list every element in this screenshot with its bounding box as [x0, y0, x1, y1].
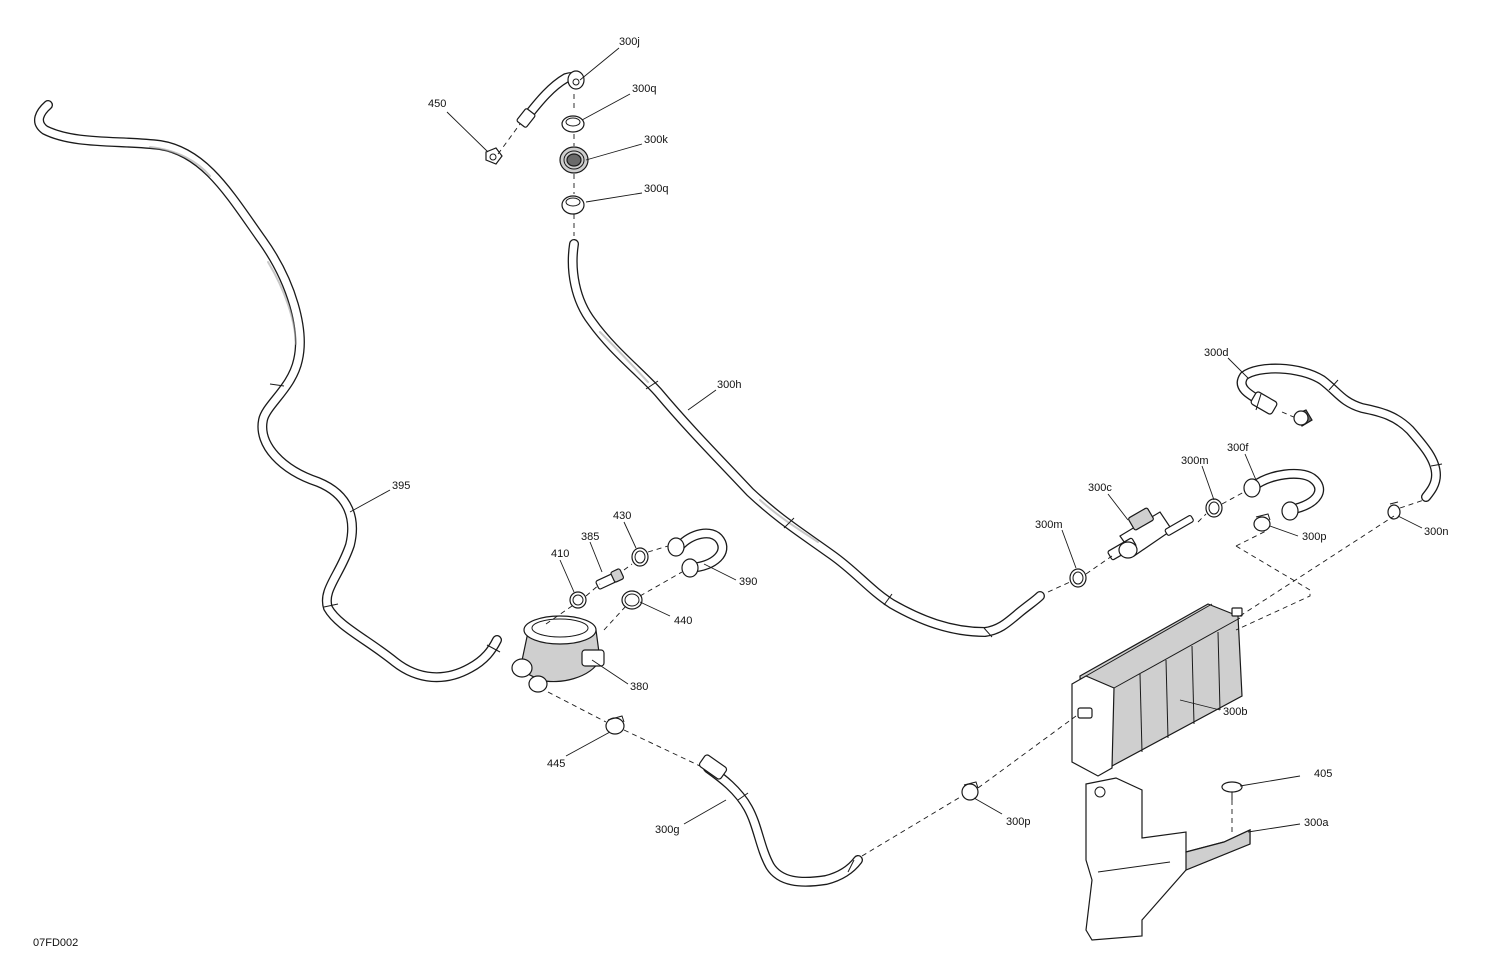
label-300h: 300h [717, 379, 741, 391]
hose-300g [703, 763, 863, 887]
valve-300c [1107, 507, 1194, 561]
part-labels: 300j 450 300q 300k 300q 300h 300d 395 30… [392, 36, 1448, 836]
label-430: 430 [613, 510, 631, 522]
label-300f: 300f [1227, 442, 1249, 454]
hose-300j [516, 70, 585, 128]
clamp-410 [569, 591, 587, 609]
bracket-300a [1085, 777, 1251, 941]
label-300a: 300a [1304, 817, 1329, 829]
label-450: 450 [428, 98, 446, 110]
label-300d: 300d [1204, 347, 1228, 359]
clip-445 [605, 715, 625, 735]
label-385: 385 [581, 531, 599, 543]
clamp-300m-upper [1205, 498, 1223, 518]
clip-300p-right [1253, 513, 1271, 532]
label-300p-bottom: 300p [1006, 816, 1030, 828]
label-380: 380 [630, 681, 648, 693]
label-405: 405 [1314, 768, 1332, 780]
clamp-300q-bottom [561, 195, 585, 215]
label-300j: 300j [619, 36, 640, 48]
clip-300p-bottom [961, 781, 979, 801]
clamp-430 [631, 547, 649, 567]
label-300c: 300c [1088, 482, 1112, 494]
leader-lines [349, 47, 1423, 833]
label-300m-lower: 300m [1035, 519, 1063, 531]
clip-300n [1387, 501, 1401, 520]
hose-300f [1243, 468, 1325, 521]
label-300q-bottom: 300q [644, 183, 668, 195]
label-410: 410 [551, 548, 569, 560]
label-300q-top: 300q [632, 83, 656, 95]
label-300m-upper: 300m [1181, 455, 1209, 467]
hose-300h [567, 239, 1045, 638]
label-300p-right: 300p [1302, 531, 1326, 543]
label-300g: 300g [655, 824, 679, 836]
label-395: 395 [392, 480, 410, 492]
label-440: 440 [674, 615, 692, 627]
assembly-lines [497, 94, 1425, 857]
label-445: 445 [547, 758, 565, 770]
drawing-code: 07FD002 [33, 937, 78, 949]
clip-405 [1221, 781, 1243, 800]
label-300k: 300k [644, 134, 668, 146]
clamp-300m-lower [1069, 568, 1087, 588]
hose-390 [667, 528, 728, 578]
clamp-440 [621, 590, 643, 610]
clip-450 [485, 147, 503, 165]
label-300n: 300n [1424, 526, 1448, 538]
hose-300g-end [698, 754, 728, 780]
hose-395 [34, 100, 502, 683]
fitting-385 [595, 568, 625, 590]
label-390: 390 [739, 576, 757, 588]
hose-300d-end [1250, 391, 1278, 415]
purge-valve-380 [511, 615, 605, 693]
clamp-300q-top [561, 115, 585, 133]
canister-300b [1071, 603, 1243, 777]
cap-300d [1293, 409, 1313, 427]
hose-300d [1236, 363, 1443, 502]
valve-300k [559, 146, 589, 174]
label-300b: 300b [1223, 706, 1247, 718]
